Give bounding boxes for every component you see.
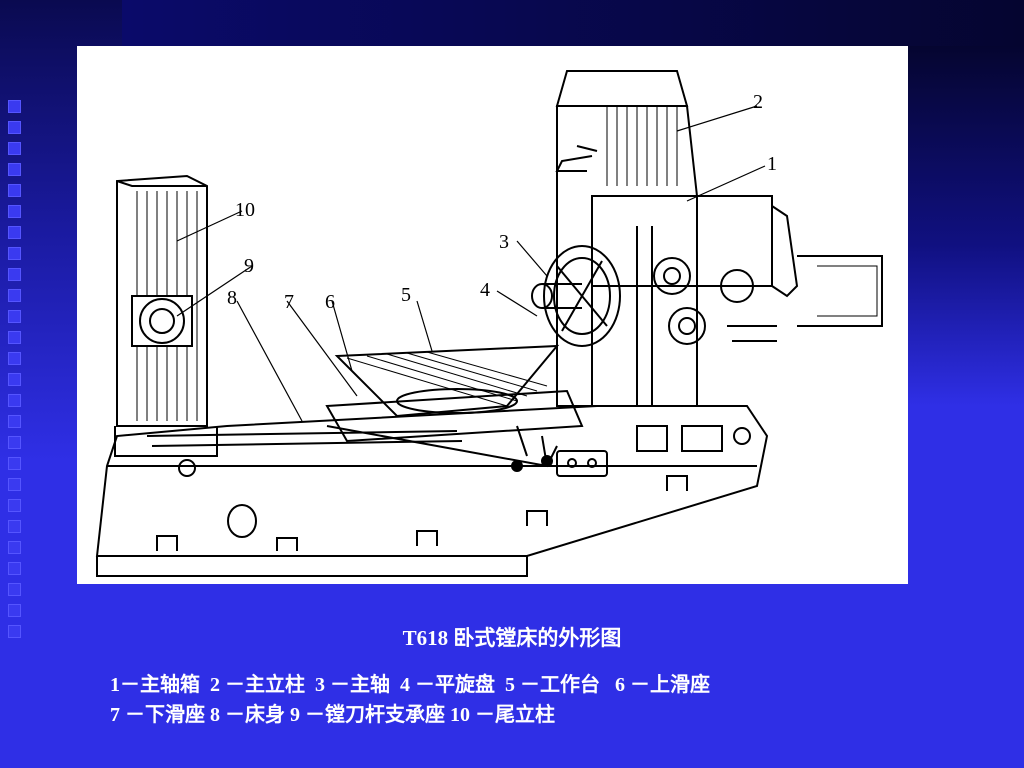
facing-plate-shape xyxy=(531,245,621,347)
machine-figure-panel: 1 2 3 4 5 6 7 8 9 10 xyxy=(77,46,908,584)
callout-5: 5 xyxy=(401,284,411,306)
boring-machine-drawing: 1 2 3 4 5 6 7 8 9 10 xyxy=(95,70,883,577)
legend-line-2: 7 －下滑座 8 －床身 9 －镗刀杆支承座 10 －尾立柱 xyxy=(110,704,555,726)
right-decor-band xyxy=(908,46,1024,406)
callout-1: 1 xyxy=(767,153,777,175)
callout-4: 4 xyxy=(480,279,490,301)
callout-3: 3 xyxy=(499,231,509,253)
callout-2: 2 xyxy=(753,91,763,113)
callout-6: 6 xyxy=(325,291,335,313)
callout-10: 10 xyxy=(235,199,255,221)
worktable-shape xyxy=(325,344,608,477)
figure-caption: T618 卧式镗床的外形图 xyxy=(402,626,622,650)
tail-column-shape xyxy=(114,174,218,457)
main-column-shape xyxy=(555,70,883,452)
callout-8: 8 xyxy=(227,287,237,309)
callout-labels: 1 2 3 4 5 6 7 8 9 10 xyxy=(227,91,777,313)
top-decor-band xyxy=(122,0,1024,46)
decor-squares xyxy=(8,100,28,660)
bed-shape xyxy=(95,405,769,577)
callout-leaders xyxy=(176,105,766,422)
legend-line-1: 1－主轴箱 2 －主立柱 3 －主轴 4 －平旋盘 5 －工作台 6 －上滑座 xyxy=(110,674,710,696)
callout-9: 9 xyxy=(244,255,254,277)
callout-7: 7 xyxy=(284,291,294,313)
